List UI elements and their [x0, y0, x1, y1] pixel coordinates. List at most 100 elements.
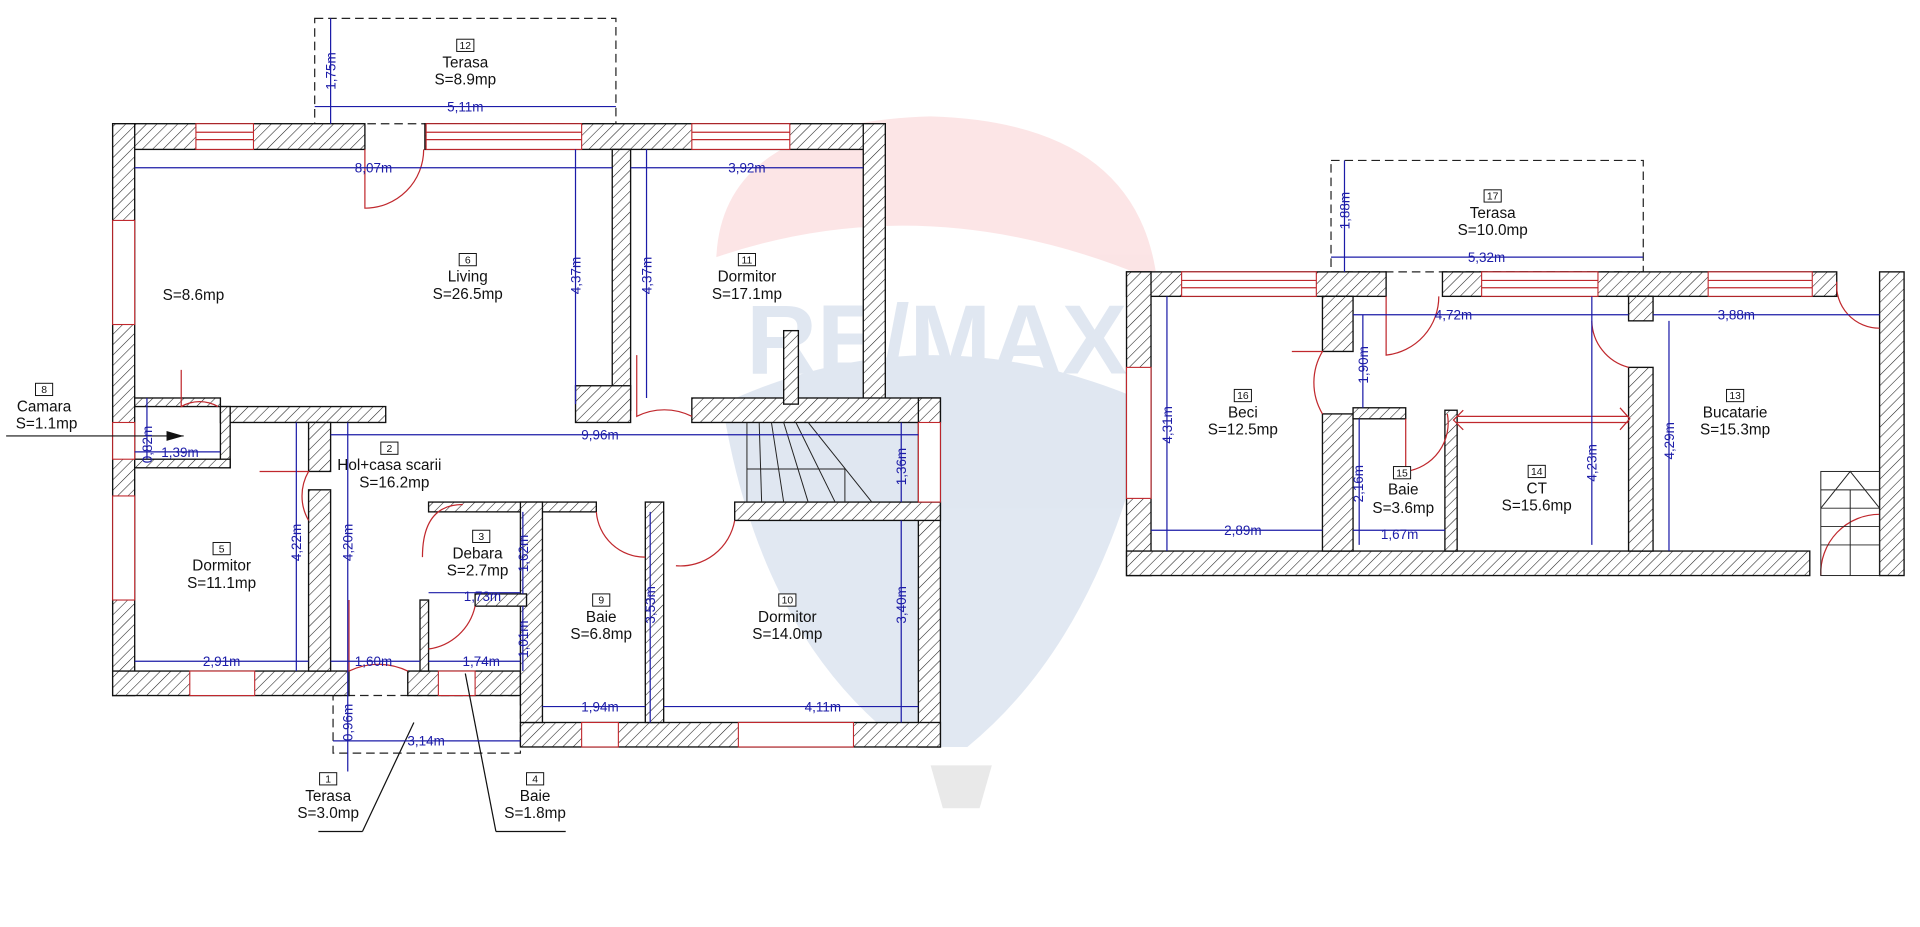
svg-text:S=26.5mp: S=26.5mp	[433, 286, 503, 303]
svg-text:S=1.8mp: S=1.8mp	[504, 805, 566, 822]
svg-text:15: 15	[1396, 468, 1408, 479]
svg-text:Bucatarie: Bucatarie	[1703, 405, 1768, 422]
svg-text:10: 10	[782, 596, 794, 607]
dim-label: 2,89m	[1224, 523, 1261, 538]
svg-text:6: 6	[465, 255, 471, 266]
dim-label: 1,73m	[464, 589, 501, 604]
dim-label: 1,75m	[324, 52, 339, 89]
svg-text:S=11.1mp: S=11.1mp	[187, 575, 256, 592]
svg-text:4: 4	[532, 774, 538, 785]
dim-label: 1,94m	[581, 699, 618, 714]
svg-text:14: 14	[1531, 467, 1543, 478]
windows	[112, 123, 941, 748]
svg-text:16: 16	[1237, 391, 1249, 402]
svg-text:S=3.6mp: S=3.6mp	[1372, 500, 1434, 517]
dim-label: 1,88m	[1337, 192, 1352, 229]
svg-text:S=8.9mp: S=8.9mp	[434, 72, 496, 89]
svg-text:Camara: Camara	[17, 398, 72, 415]
svg-text:Baie: Baie	[520, 788, 551, 805]
dim-label: 0,82m	[140, 426, 155, 463]
svg-text:S=3.0mp: S=3.0mp	[297, 805, 359, 822]
svg-text:Terasa: Terasa	[305, 788, 351, 805]
dim-label: 5,32m	[1468, 250, 1505, 265]
svg-text:S=10.0mp: S=10.0mp	[1458, 222, 1528, 239]
dim-label: 5,11m	[447, 99, 483, 114]
dim-label: 3,92m	[728, 161, 765, 176]
svg-text:S=2.7mp: S=2.7mp	[447, 563, 509, 580]
dim-label: 1,74m	[463, 654, 500, 669]
svg-text:17: 17	[1487, 192, 1499, 203]
svg-text:S=8.6mp: S=8.6mp	[163, 287, 225, 304]
svg-text:RE/MAX: RE/MAX	[746, 285, 1127, 395]
dim-label: 1,60m	[355, 654, 392, 669]
dim-label: 4,20m	[341, 524, 356, 561]
dim-label: 4,37m	[568, 257, 583, 294]
dim-label: 4,11m	[805, 699, 841, 714]
svg-text:Hol+casa scarii: Hol+casa scarii	[337, 457, 441, 474]
staircase	[746, 422, 873, 503]
svg-text:S=6.8mp: S=6.8mp	[570, 626, 632, 643]
svg-text:12: 12	[460, 41, 472, 52]
svg-text:13: 13	[1729, 391, 1741, 402]
dim-label: 2,16m	[1351, 465, 1366, 502]
svg-text:8: 8	[41, 385, 47, 396]
dim-label: 8,07m	[355, 161, 392, 176]
svg-text:S=15.3mp: S=15.3mp	[1700, 422, 1770, 439]
svg-text:1: 1	[325, 774, 331, 785]
svg-text:S=12.5mp: S=12.5mp	[1208, 422, 1278, 439]
windows-right	[1125, 271, 1813, 499]
svg-text:S=17.1mp: S=17.1mp	[712, 286, 782, 303]
svg-text:S=1.1mp: S=1.1mp	[16, 416, 78, 433]
dim-label: 3,88m	[1718, 308, 1755, 323]
svg-text:11: 11	[742, 255, 753, 266]
dim-label: 1,62m	[516, 535, 531, 572]
dim-label: 9,96m	[581, 428, 618, 443]
dim-label: 1,01m	[516, 621, 531, 658]
building-right	[1125, 159, 1905, 577]
dim-label: 3,53m	[643, 586, 658, 623]
dim-label: 4,72m	[1435, 308, 1472, 323]
room-unnumbered: S=8.6mp	[163, 287, 225, 304]
svg-text:S=14.0mp: S=14.0mp	[752, 626, 822, 643]
doors	[180, 149, 736, 673]
dim-label: 4,22m	[289, 524, 304, 561]
svg-text:2: 2	[386, 444, 392, 455]
svg-text:Debara: Debara	[452, 545, 503, 562]
svg-text:Beci: Beci	[1228, 405, 1258, 422]
dim-label: 4,31m	[1160, 406, 1175, 443]
svg-text:Terasa: Terasa	[442, 54, 488, 71]
svg-text:Baie: Baie	[586, 609, 617, 626]
dim-label: 4,37m	[639, 257, 654, 294]
dim-label: 0,96m	[341, 704, 356, 741]
svg-text:Dormitor: Dormitor	[718, 269, 777, 286]
svg-text:Terasa: Terasa	[1470, 205, 1516, 222]
dimension-labels: 1,75m 5,11m 8,07m 3,92m 4,37m 4,37m 9,96…	[140, 52, 1755, 748]
dimension-lines	[134, 18, 1880, 772]
svg-text:S=16.2mp: S=16.2mp	[359, 474, 429, 491]
svg-text:Living: Living	[448, 269, 488, 286]
svg-text:3: 3	[478, 532, 484, 543]
staircase-right	[1820, 470, 1881, 577]
dim-label: 1,39m	[161, 445, 198, 460]
svg-text:9: 9	[598, 596, 604, 607]
dim-label: 3,40m	[894, 586, 909, 623]
dim-label: 1,36m	[894, 448, 909, 485]
svg-text:CT: CT	[1527, 481, 1547, 498]
svg-text:Dormitor: Dormitor	[758, 609, 817, 626]
dim-label: 1,90m	[1356, 346, 1371, 383]
